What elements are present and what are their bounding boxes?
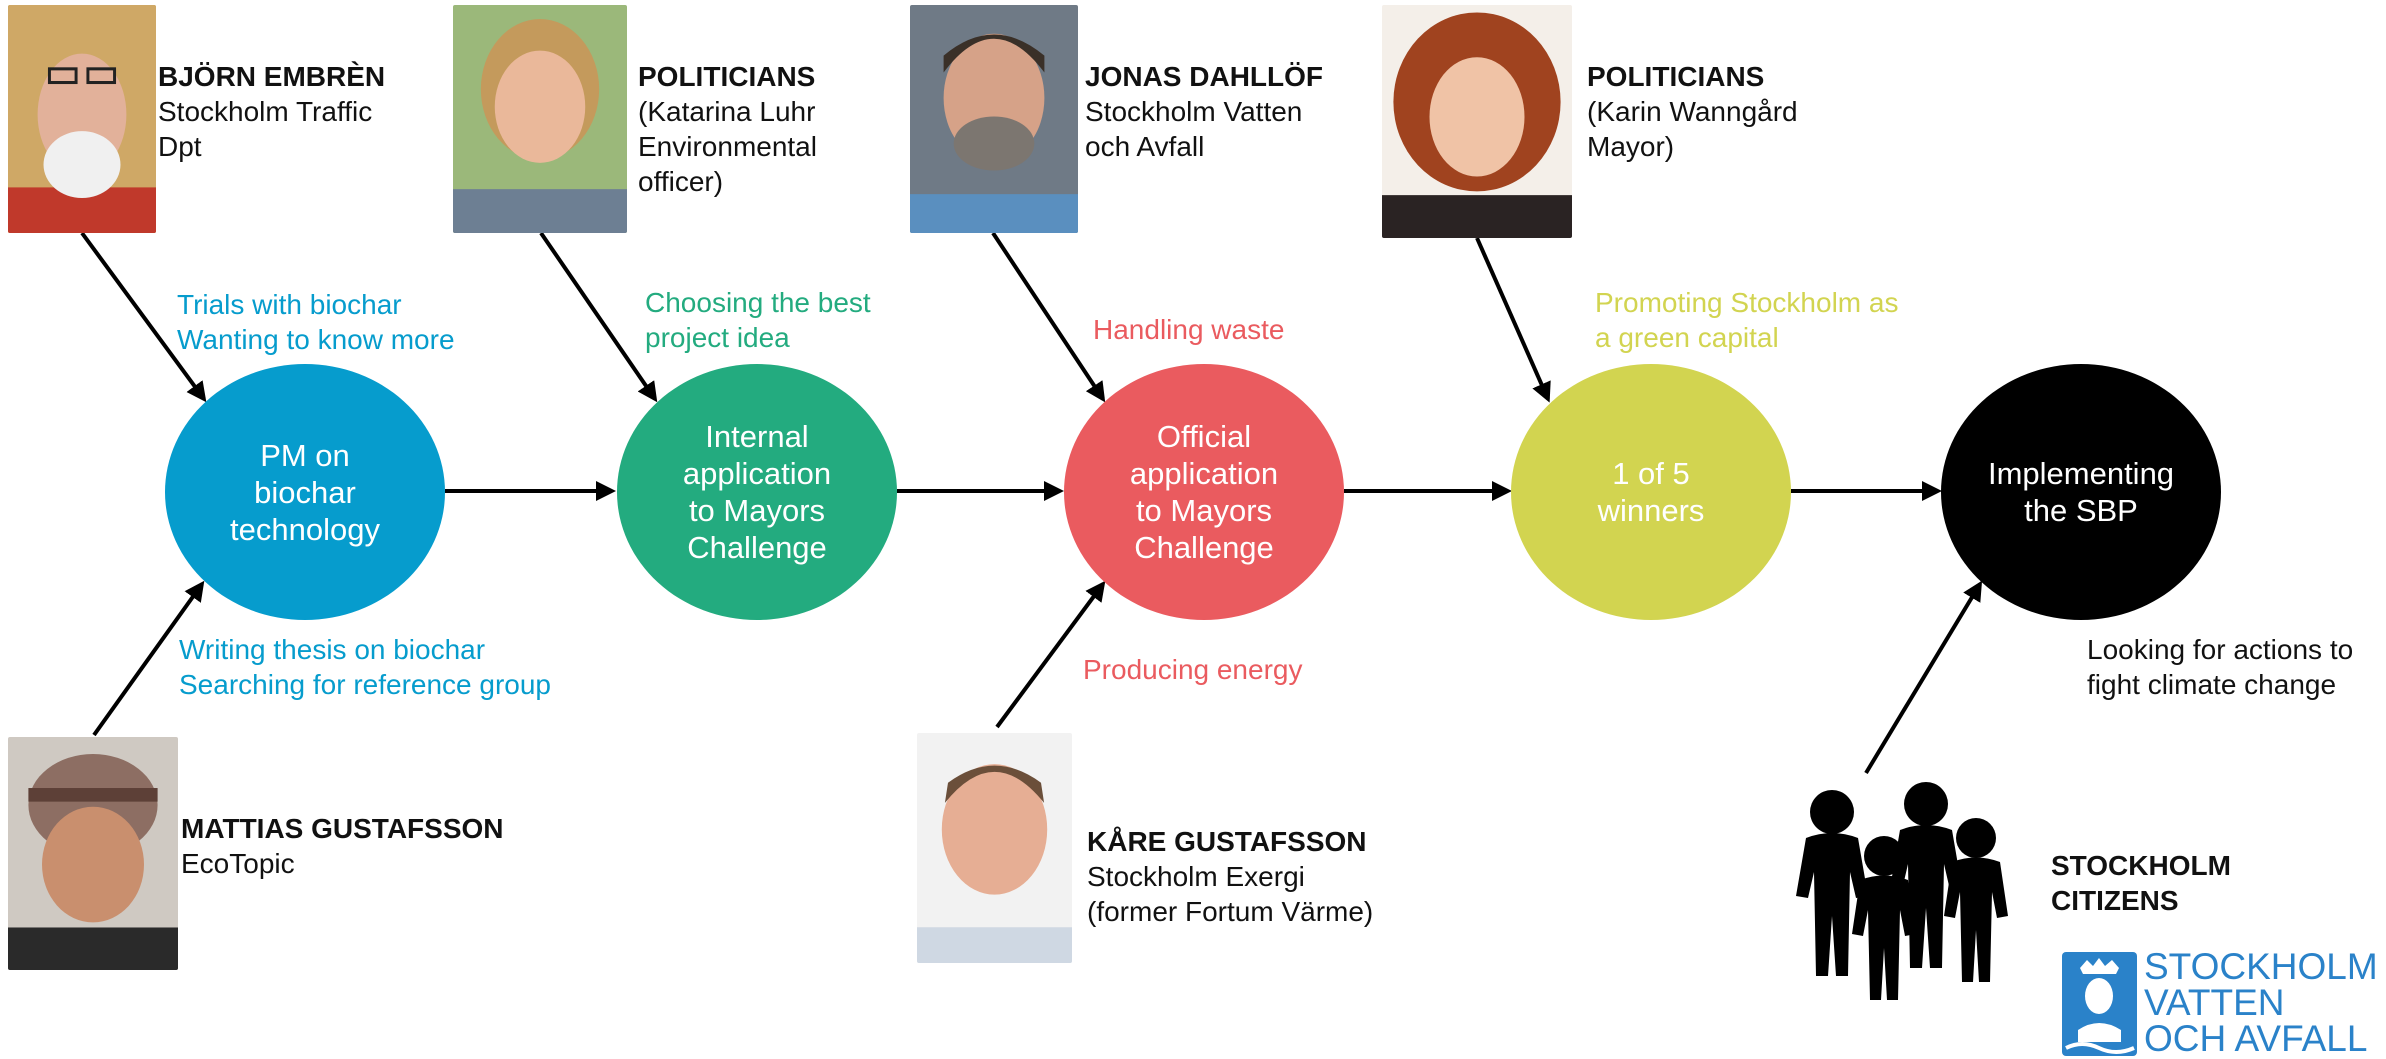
person-detail: EcoTopic <box>181 848 295 879</box>
node-label-line: technology <box>230 511 380 547</box>
person-kare-gustafsson: KÅRE GUSTAFSSON Stockholm Exergi (former F… <box>1087 824 1373 929</box>
node-label-line: to Mayors <box>688 493 826 528</box>
person-detail: officer) <box>638 166 724 197</box>
note-line: Promoting Stockholm as <box>1595 287 1899 318</box>
person-name: MATTIAS GUSTAFSSON <box>181 813 504 844</box>
person-mattias-gustafsson: MATTIAS GUSTAFSSON EcoTopic <box>181 811 504 881</box>
node-label-line: PM on <box>260 437 350 473</box>
person-detail: Mayor) <box>1587 131 1675 162</box>
citizens-group-icon <box>1796 782 2008 1000</box>
note-line: Trials with biochar <box>177 289 402 320</box>
node-label-line: Official <box>1156 419 1252 454</box>
arrow-kare-to-official <box>995 580 1106 729</box>
person-detail: Stockholm Traffic <box>158 96 373 127</box>
node-label-line: to Mayors <box>1135 493 1273 528</box>
coat-of-arms-icon <box>2062 952 2137 1056</box>
node-label-line: Implementing <box>1987 456 2175 491</box>
arrow-citizens-to-implementing <box>1864 580 1983 775</box>
person-jonas-dahllof: JONAS DAHLLÖF Stockholm Vatten och Avfall <box>1085 59 1323 164</box>
node-label-line: Challenge <box>687 530 827 565</box>
node-label-line: the SBP <box>2024 493 2138 528</box>
katarina-luhr-photo <box>453 5 627 233</box>
person-stockholm-citizens: STOCKHOLM CITIZENS <box>2051 848 2231 918</box>
logo-line: OCH AVFALL <box>2144 1018 2368 1059</box>
arrow-katarina-to-internal <box>539 231 658 403</box>
arrow-karin-to-winners <box>1475 237 1551 403</box>
person-name: POLITICIANS <box>638 61 816 92</box>
person-detail: CITIZENS <box>2051 885 2179 916</box>
note-line: Handling waste <box>1093 314 1285 345</box>
node-label-line: winners <box>1597 493 1705 528</box>
person-detail: (Karin Wanngård <box>1587 96 1798 127</box>
person-detail: Environmental <box>638 131 817 162</box>
person-name: KÅRE GUSTAFSSON <box>1087 826 1367 857</box>
note-line: project idea <box>645 322 790 353</box>
note-line: Writing thesis on biochar <box>179 634 486 665</box>
arrow-jonas-to-official <box>991 231 1106 403</box>
node-label-line: Internal <box>705 419 809 454</box>
person-detail: Stockholm Exergi <box>1087 861 1305 892</box>
kare-gustafsson-photo <box>917 733 1072 963</box>
person-detail: (former Fortum Värme) <box>1087 896 1374 927</box>
node-label-line: application <box>1129 456 1279 491</box>
jonas-dahllof-photo <box>910 5 1078 233</box>
note-line: Choosing the best <box>645 287 871 318</box>
note-line: Searching for reference group <box>179 669 551 700</box>
logo-line: STOCKHOLM <box>2144 946 2378 987</box>
bjorn-embren-photo <box>8 5 156 233</box>
node-label-line: 1 of 5 <box>1612 456 1690 491</box>
node-label-line: application <box>682 456 832 491</box>
note-handling-waste: Handling waste <box>1093 312 1284 347</box>
note-looking-for-actions: Looking for actions to fight climate chan… <box>2087 632 2353 702</box>
mattias-gustafsson-photo <box>8 737 178 970</box>
person-detail: och Avfall <box>1085 131 1205 162</box>
person-name: POLITICIANS <box>1587 61 1765 92</box>
node-label-line: Challenge <box>1134 530 1274 565</box>
note-producing-energy: Producing energy <box>1083 652 1302 687</box>
arrow-bjorn-to-pm <box>80 231 207 403</box>
note-choosing-project: Choosing the best project idea <box>645 285 871 355</box>
karin-wanngard-photo <box>1382 5 1572 238</box>
note-line: fight climate change <box>2087 669 2337 700</box>
person-detail: Stockholm Vatten <box>1085 96 1303 127</box>
logo-line: VATTEN <box>2144 982 2285 1023</box>
node-label-line: biochar <box>254 474 356 510</box>
person-name: JONAS DAHLLÖF <box>1085 61 1323 92</box>
note-line: Looking for actions to <box>2087 634 2354 665</box>
person-detail: (Katarina Luhr <box>638 96 816 127</box>
arrow-mattias-to-pm <box>92 580 205 737</box>
person-name: BJÖRN EMBRÈN <box>158 61 386 92</box>
note-line: Producing energy <box>1083 654 1303 685</box>
person-name: STOCKHOLM <box>2051 850 2231 881</box>
note-promoting-stockholm: Promoting Stockholm as a green capital <box>1595 285 1898 355</box>
person-detail: Dpt <box>158 131 202 162</box>
note-line: a green capital <box>1595 322 1779 353</box>
note-line: Wanting to know more <box>177 324 455 355</box>
